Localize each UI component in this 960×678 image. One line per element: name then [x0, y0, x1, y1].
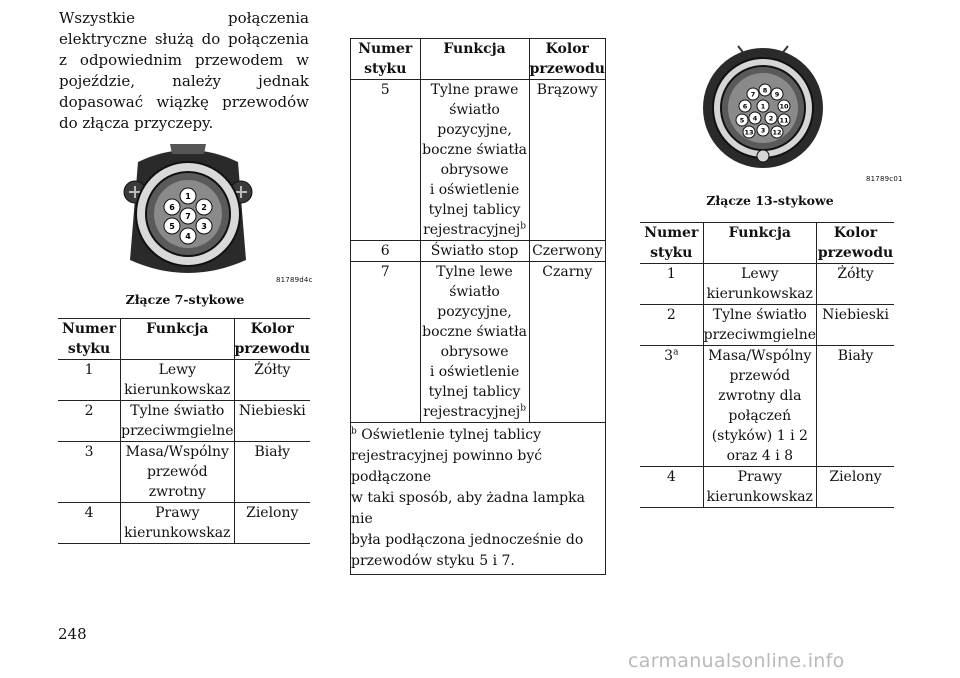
connector-7-pin-drawing: 1 2 3 4 5 6 7: [123, 144, 253, 273]
svg-text:6: 6: [743, 103, 748, 111]
svg-text:3: 3: [761, 127, 766, 135]
footnote: b Oświetlenie tylnej tablicy rejestracyj…: [350, 422, 606, 575]
svg-text:1: 1: [761, 103, 766, 111]
table-footnote-row: b Oświetlenie tylnej tablicy rejestracyj…: [350, 422, 606, 575]
svg-text:9: 9: [775, 91, 780, 99]
pin-8: 8: [758, 83, 772, 97]
pin-3: 3: [756, 123, 770, 137]
figure-caption-13: Złącze 13-stykowe: [706, 193, 834, 208]
pin-4: 4: [179, 227, 197, 245]
svg-text:3: 3: [201, 222, 207, 231]
pin-13: 13: [742, 125, 756, 139]
pin-1: 1: [179, 187, 197, 205]
page-number: 248: [58, 625, 87, 643]
svg-text:7: 7: [751, 91, 756, 99]
svg-text:12: 12: [772, 129, 781, 137]
pin-11: 11: [777, 113, 791, 127]
connector-7-pin-figure: 1 2 3 4 5 6 7: [118, 140, 258, 285]
intro-paragraph: Wszystkie połączenia elektryczne służą d…: [59, 9, 309, 132]
figure-code-13: 81789c01: [866, 175, 903, 183]
pin-6: 6: [738, 99, 752, 113]
svg-text:8: 8: [763, 87, 768, 95]
svg-text:6: 6: [169, 203, 175, 212]
svg-text:4: 4: [185, 232, 191, 241]
connector-13-pin-drawing: 1 2 3 4 5 6 7 8 9 10 11 12 13: [703, 45, 823, 168]
pin-9: 9: [770, 87, 784, 101]
header-function: Funkcja: [419, 38, 530, 80]
pin-7: 7: [179, 207, 197, 225]
pin-7: 7: [746, 87, 760, 101]
pin-5: 5: [163, 217, 181, 235]
svg-text:7: 7: [185, 212, 191, 221]
svg-text:5: 5: [740, 117, 745, 125]
svg-text:5: 5: [169, 222, 175, 231]
svg-text:10: 10: [779, 103, 789, 111]
pin-1: 1: [756, 99, 770, 113]
svg-text:13: 13: [744, 129, 753, 137]
watermark: carmanualsonline.info: [628, 650, 845, 672]
svg-text:2: 2: [201, 203, 207, 212]
pin-10: 10: [777, 99, 791, 113]
pin-3: 3: [195, 217, 213, 235]
header-function: Funkcja: [702, 222, 818, 264]
svg-text:11: 11: [779, 117, 789, 125]
figure-code-7: 81789d4c: [276, 276, 313, 284]
svg-text:1: 1: [185, 192, 191, 201]
pin-5: 5: [735, 113, 749, 127]
svg-text:2: 2: [769, 115, 774, 123]
pin-6: 6: [163, 198, 181, 216]
header-function: Funkcja: [120, 318, 235, 360]
pin-12: 12: [770, 125, 784, 139]
pin-4: 4: [748, 111, 762, 125]
svg-text:4: 4: [753, 115, 758, 123]
connector-13-pin-figure: 1 2 3 4 5 6 7 8 9 10 11 12 13: [698, 44, 828, 172]
pin-2: 2: [195, 198, 213, 216]
table-row: 6 Światło stop Czerwony: [350, 240, 607, 262]
figure-caption-7: Złącze 7-stykowe: [125, 292, 245, 307]
pin-2: 2: [764, 111, 778, 125]
